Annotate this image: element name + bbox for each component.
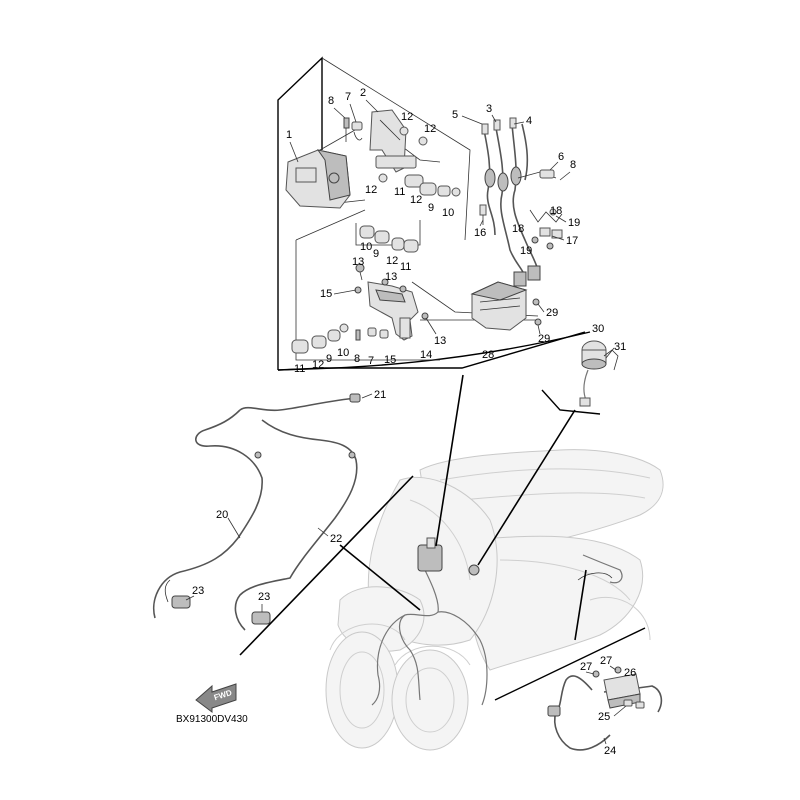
callout-12-f: 12	[312, 359, 324, 371]
part-29-screw-a	[532, 298, 540, 306]
front-wheel-right	[391, 649, 469, 751]
callout-23-b: 23	[258, 591, 270, 603]
callout-11-low: 11	[294, 363, 305, 375]
callout-7-low: 7	[368, 355, 374, 367]
callout-12-d: 12	[410, 194, 422, 206]
damper-row-lower	[291, 323, 389, 354]
leader-top-group	[435, 374, 464, 547]
part-12-grommet-b	[418, 136, 428, 146]
fwd-arrow-icon: FWD	[195, 683, 237, 713]
callout-17: 17	[566, 235, 578, 247]
scooter-outline	[325, 449, 664, 751]
part-8-bolt-top	[343, 117, 350, 142]
part-12-grommet-a	[399, 126, 409, 136]
callout-20: 20	[216, 509, 228, 521]
callout-8-top: 8	[328, 95, 334, 107]
callout-16: 16	[474, 227, 486, 239]
callout-11-mid: 11	[400, 261, 411, 273]
callout-18-b: 18	[512, 223, 524, 235]
callout-23-a: 23	[192, 585, 204, 597]
callout-labels: 1 2 7 8 12 12 12 11 12 9 10 5 3 4 6 8 16…	[185, 87, 636, 757]
callout-29-b: 29	[538, 333, 550, 345]
part-20-front-sensor-lead	[153, 409, 263, 619]
part-17-18-19-clips	[529, 208, 563, 250]
callout-22: 22	[330, 533, 342, 545]
callout-6: 6	[558, 151, 564, 163]
damper-row-upper	[404, 174, 461, 197]
callout-12-b: 12	[424, 123, 436, 135]
callout-10-low: 10	[337, 347, 349, 359]
callout-13-c: 13	[434, 335, 446, 347]
part-1-hydraulic-unit	[285, 149, 351, 209]
callout-13-a: 13	[352, 256, 364, 268]
part-22-front-sensor-lead	[234, 419, 358, 631]
part-27-bolt-b	[614, 666, 622, 674]
callout-21: 21	[374, 389, 386, 401]
callout-4: 4	[526, 115, 532, 127]
callout-bracket	[277, 56, 591, 371]
callout-7-top: 7	[345, 91, 351, 103]
callout-bracket-30	[541, 389, 601, 415]
callout-11-top: 11	[394, 186, 405, 198]
part-21-sensor-lead	[239, 393, 361, 412]
callout-9-mid: 9	[373, 248, 379, 260]
callout-19-b: 19	[520, 245, 532, 257]
callout-5: 5	[452, 109, 458, 121]
part-16-union-bolt	[479, 204, 487, 225]
part-30-relay	[579, 340, 607, 407]
part-2-bracket	[369, 109, 417, 173]
damper-row-middle	[359, 225, 419, 253]
callout-28: 28	[482, 349, 494, 361]
callout-13-b: 13	[385, 271, 397, 283]
callout-26: 26	[624, 667, 636, 679]
callout-12-a: 12	[401, 111, 413, 123]
callout-2: 2	[360, 87, 366, 99]
leader-relay	[477, 409, 576, 566]
callout-12-e: 12	[386, 255, 398, 267]
diagram-code: BX91300DV430	[176, 714, 248, 725]
callout-29-a: 29	[546, 307, 558, 319]
callout-10-top: 10	[442, 207, 454, 219]
part-31-bracket	[603, 349, 619, 371]
part-14-lower-bracket	[367, 281, 419, 341]
part-7-collar-top	[351, 121, 363, 141]
callout-bracket-rear	[494, 627, 646, 701]
part-12-grommet-c	[378, 173, 388, 183]
part-28-ecu	[470, 281, 528, 331]
callout-9-low: 9	[326, 353, 332, 365]
part-25-clamps	[623, 699, 645, 709]
callout-15-a: 15	[320, 288, 332, 300]
callout-31: 31	[614, 341, 626, 353]
callout-27-b: 27	[600, 655, 612, 667]
callout-15-b: 15	[384, 354, 396, 366]
callout-27-a: 27	[580, 661, 592, 673]
callout-30: 30	[592, 323, 604, 335]
callout-9-top: 9	[428, 202, 434, 214]
leader-front-sensors	[239, 475, 414, 656]
callout-8-right: 8	[570, 159, 576, 171]
front-wheel-left	[325, 631, 399, 749]
part-29-screw-b	[534, 318, 542, 326]
callout-10-mid: 10	[360, 241, 372, 253]
callout-18-a: 18	[550, 205, 562, 217]
callout-3: 3	[486, 103, 492, 115]
part-6-clamp	[517, 169, 557, 179]
part-3-4-5-brake-hoses	[481, 117, 541, 287]
callout-12-c: 12	[365, 184, 377, 196]
callout-24: 24	[604, 745, 616, 757]
callout-19-a: 19	[568, 217, 580, 229]
hydraulic-unit-mounted	[417, 544, 443, 572]
rear-harness-on-frame	[582, 554, 623, 584]
callout-1: 1	[286, 129, 292, 141]
callout-14: 14	[420, 349, 432, 361]
callout-8-low: 8	[354, 353, 360, 365]
part-26-sensor-bracket	[603, 673, 641, 709]
relay-mounted	[468, 564, 480, 576]
callout-25: 25	[598, 711, 610, 723]
